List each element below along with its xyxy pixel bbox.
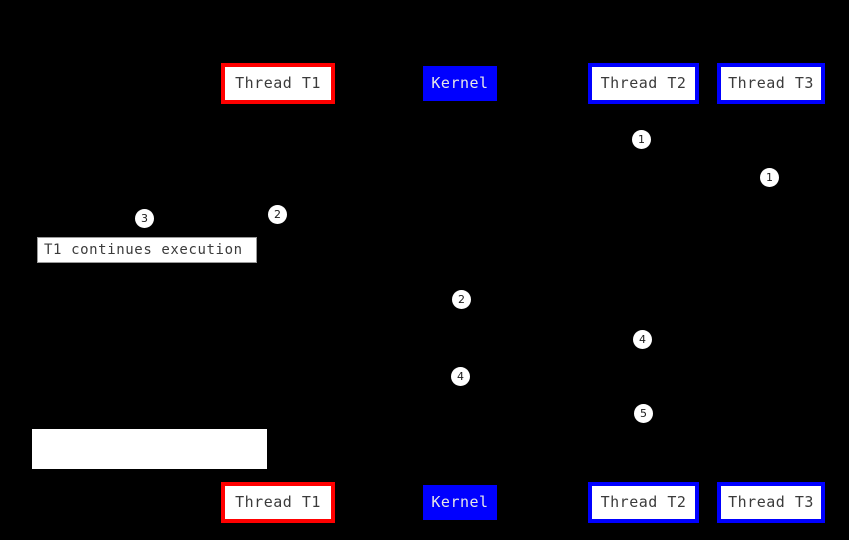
participant-thread-t1-top[interactable]: Thread T1 bbox=[221, 63, 335, 104]
lifeline-thread-t2 bbox=[643, 104, 644, 482]
lifeline-thread-t3 bbox=[771, 104, 772, 482]
participant-thread-t1-bottom[interactable]: Thread T1 bbox=[221, 482, 335, 523]
step-marker-1-t3: 1 bbox=[760, 168, 779, 187]
step-marker-2-kernel: 2 bbox=[452, 290, 471, 309]
note-t1-continues-execution: T1 continues execution bbox=[37, 237, 257, 263]
step-marker-4-kernel: 4 bbox=[451, 367, 470, 386]
participant-thread-t2-bottom[interactable]: Thread T2 bbox=[588, 482, 699, 523]
participant-thread-t3-bottom[interactable]: Thread T3 bbox=[717, 482, 825, 523]
note-blank bbox=[32, 429, 267, 469]
step-marker-5-t2: 5 bbox=[634, 404, 653, 423]
step-marker-4-t2: 4 bbox=[633, 330, 652, 349]
step-marker-1-t2: 1 bbox=[632, 130, 651, 149]
lifeline-thread-t1 bbox=[278, 104, 279, 482]
step-marker-3-t1: 3 bbox=[135, 209, 154, 228]
participant-kernel-top[interactable]: Kernel bbox=[423, 66, 497, 101]
participant-thread-t3-top[interactable]: Thread T3 bbox=[717, 63, 825, 104]
participant-kernel-bottom[interactable]: Kernel bbox=[423, 485, 497, 520]
step-marker-2-t1: 2 bbox=[268, 205, 287, 224]
participant-thread-t2-top[interactable]: Thread T2 bbox=[588, 63, 699, 104]
